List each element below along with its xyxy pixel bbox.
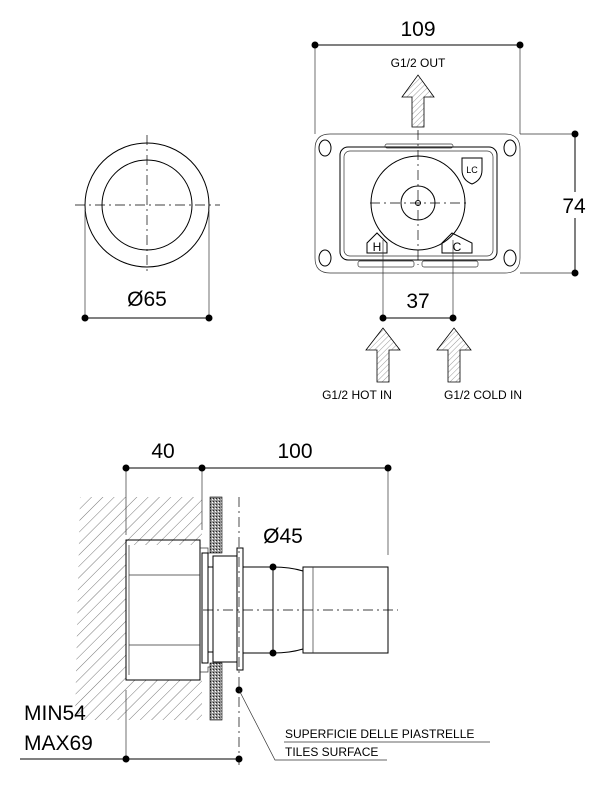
- dimension-dot: [81, 314, 89, 322]
- min-depth-label: MIN54: [24, 702, 86, 725]
- dimension-dot: [205, 314, 213, 322]
- mounting-hole: [503, 139, 517, 157]
- hot-inlet-arrow-icon: [365, 327, 401, 383]
- box-view: 109 G1/2 OUT LC H C 74: [311, 18, 590, 402]
- bottom-slot: [357, 260, 415, 268]
- tiles-surface-label-it: SUPERFICIE DELLE PIASTRELLE: [285, 727, 474, 741]
- cold-inlet-arrow-icon: [436, 327, 472, 383]
- valve-body-side: [125, 539, 201, 681]
- dimension-dot: [122, 464, 130, 472]
- dimension-dot: [235, 755, 243, 763]
- spacing-37-label: 37: [406, 290, 429, 313]
- tile-layer: [209, 496, 223, 554]
- cold-marker: C: [453, 240, 462, 254]
- collar: [201, 552, 209, 664]
- label-bg: [400, 285, 436, 311]
- dimension-dot: [198, 464, 206, 472]
- body-step: [200, 666, 210, 673]
- sleeve: [212, 555, 238, 663]
- side-view: 40 100 Ø45 MIN54 MAX69 SUPERFICIE DELLE …: [20, 440, 490, 765]
- dimension-dot: [311, 41, 319, 49]
- box-inner-edge: [343, 150, 494, 257]
- logo-icon: [461, 157, 483, 185]
- hot-marker-icon: [366, 232, 388, 254]
- logo-text: LC: [466, 165, 478, 175]
- projection-100-label: 100: [277, 440, 312, 463]
- max-depth-label: MAX69: [24, 732, 93, 755]
- front-view: Ø65: [75, 135, 220, 322]
- dimension-dot: [269, 649, 277, 657]
- cold-marker-icon: [441, 232, 473, 254]
- hot-in-label: G1/2 HOT IN: [322, 388, 392, 402]
- depth-40-label: 40: [151, 440, 174, 463]
- leader-line: [238, 689, 387, 761]
- tiles-surface-label-en: TILES SURFACE: [285, 745, 378, 759]
- knob-diameter-45-label: Ø45: [263, 525, 303, 548]
- mounting-hole: [318, 139, 332, 157]
- mounting-hole: [503, 249, 517, 267]
- dimension-dot: [516, 41, 524, 49]
- top-slot: [384, 143, 454, 149]
- wall-hatch: [75, 497, 202, 720]
- cold-in-label: G1/2 COLD IN: [444, 388, 522, 402]
- dimension-dot: [449, 314, 457, 322]
- outlet-arrow-icon: [401, 74, 435, 128]
- dimension-dot: [122, 755, 130, 763]
- dimension-dot: [379, 314, 387, 322]
- height-74-label: 74: [562, 195, 586, 218]
- width-109-label: 109: [400, 18, 435, 41]
- hot-marker: H: [373, 240, 382, 254]
- tile-layer: [209, 662, 223, 721]
- box-inner: [339, 146, 498, 261]
- dimension-dot: [384, 464, 392, 472]
- collar-ring: [207, 566, 214, 653]
- bottom-slot: [421, 260, 479, 268]
- box-outline: [314, 133, 521, 274]
- mounting-hole: [318, 249, 332, 267]
- dimension-dot: [571, 269, 579, 277]
- label-bg: [560, 192, 590, 218]
- body-step: [200, 547, 210, 554]
- diameter-65-label: Ø65: [127, 288, 167, 311]
- outlet-label: G1/2 OUT: [391, 56, 446, 70]
- rosette-flange: [236, 547, 244, 671]
- dimension-dot: [269, 563, 277, 571]
- dimension-dot: [571, 130, 579, 138]
